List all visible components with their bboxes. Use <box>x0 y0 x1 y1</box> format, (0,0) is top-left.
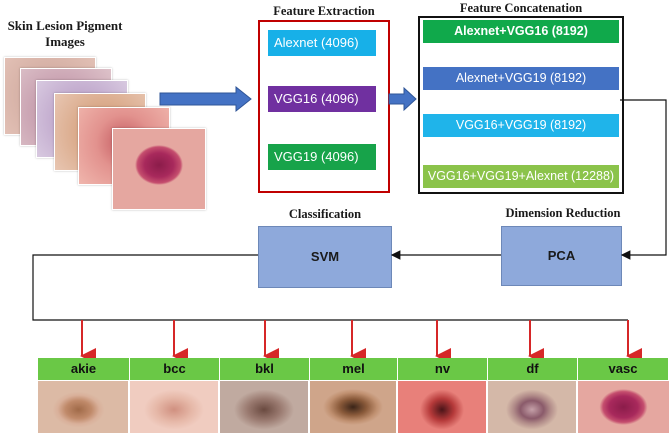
feature-concatenation-title: Feature Concatenation <box>459 1 583 15</box>
class-image-bkl <box>220 381 310 433</box>
fe-item-alexnet: Alexnet (4096) <box>268 30 376 56</box>
class-label-bcc: bcc <box>130 358 220 380</box>
fe-item-vgg16: VGG16 (4096) <box>268 86 376 112</box>
class-image-nv <box>398 381 488 433</box>
classification-title: Classification <box>288 207 362 221</box>
fc-item-vgg16-vgg19: VGG16+VGG19 (8192) <box>423 114 619 137</box>
svm-box: SVM <box>258 226 392 288</box>
class-label-mel: mel <box>310 358 398 380</box>
dimension-reduction-title: Dimension Reduction <box>505 206 621 220</box>
flow-arrow-images-to-extraction <box>159 85 252 113</box>
line-svm-to-classes <box>32 254 628 321</box>
fe-item-vgg19: VGG19 (4096) <box>268 144 376 170</box>
class-label-nv: nv <box>398 358 488 380</box>
line-concatenation-to-pca <box>620 99 667 260</box>
fc-item-alexnet-vgg19: Alexnet+VGG19 (8192) <box>423 67 619 90</box>
lesion-image-6 <box>112 128 206 210</box>
class-image-akie <box>38 381 130 433</box>
class-image-vasc <box>578 381 669 433</box>
feature-concatenation-box: Alexnet+VGG16 (8192) Alexnet+VGG19 (8192… <box>418 16 624 194</box>
class-label-akie: akie <box>38 358 130 380</box>
class-label-bkl: bkl <box>220 358 310 380</box>
class-image-bcc <box>130 381 220 433</box>
class-image-df <box>488 381 578 433</box>
input-title-line1: Skin Lesion Pigment <box>7 18 123 33</box>
fc-item-alexnet-vgg16: Alexnet+VGG16 (8192) <box>423 20 619 43</box>
input-title-line2: Images <box>45 34 85 49</box>
class-label-df: df <box>488 358 578 380</box>
feature-extraction-box: Alexnet (4096) VGG16 (4096) VGG19 (4096) <box>258 20 390 193</box>
flow-arrow-extraction-to-concatenation <box>388 86 417 112</box>
lesion-image-stack <box>0 0 210 210</box>
class-image-mel <box>310 381 398 433</box>
input-title: Skin Lesion Pigment Images <box>0 18 130 50</box>
fc-item-all: VGG16+VGG19+Alexnet (12288) <box>423 165 619 188</box>
class-label-vasc: vasc <box>578 358 668 380</box>
feature-extraction-title: Feature Extraction <box>273 4 375 18</box>
